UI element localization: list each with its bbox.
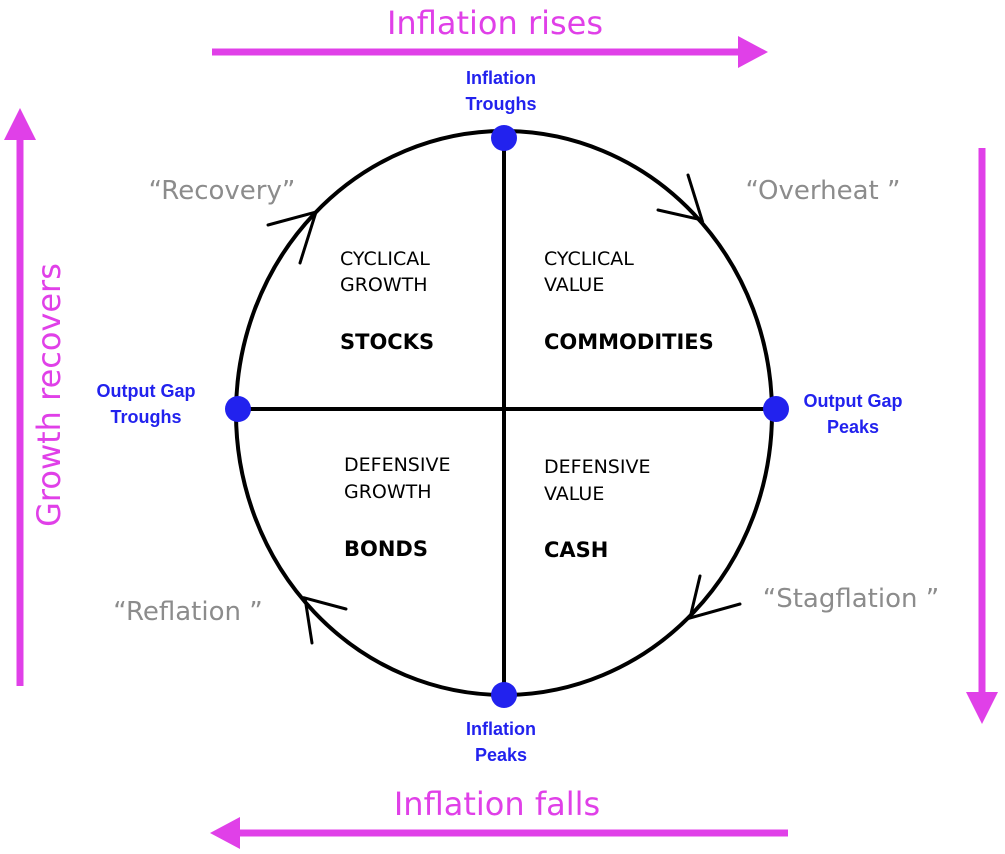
label-output-gap-troughs-line2: Troughs	[111, 407, 182, 427]
arrow-inflation-rises	[212, 36, 768, 68]
quadrant-asset: COMMODITIES	[544, 330, 714, 354]
point-output-gap-troughs	[225, 396, 251, 422]
label-inflation-peaks-line2: Peaks	[475, 745, 527, 765]
arrow-head	[4, 108, 36, 140]
quadrant-bottom-left: DEFENSIVE GROWTH BONDS	[344, 454, 450, 561]
chevron-stagflation-icon	[687, 574, 742, 621]
quadrant-asset: CASH	[544, 538, 608, 562]
point-inflation-troughs	[491, 125, 517, 151]
point-output-gap-peaks	[763, 396, 789, 422]
phase-recovery: “Recovery”	[149, 176, 296, 206]
quadrant-top-right: CYCLICAL VALUE COMMODITIES	[544, 248, 714, 354]
phase-reflation: “Reflation ”	[113, 597, 262, 627]
chevron-reflation-icon	[303, 595, 348, 645]
quadrant-style-line2: VALUE	[544, 274, 604, 296]
phase-overheat: “Overheat ”	[746, 176, 901, 206]
quadrant-bottom-right: DEFENSIVE VALUE CASH	[544, 456, 650, 562]
quadrant-style-line2: VALUE	[544, 483, 604, 505]
label-inflation-troughs-line2: Troughs	[466, 94, 537, 114]
chevron-recovery-icon	[266, 209, 319, 265]
arrow-head	[966, 692, 998, 724]
quadrant-top-left: CYCLICAL GROWTH STOCKS	[340, 248, 434, 354]
edge-label-bottom: Inflation falls	[394, 785, 600, 823]
quadrant-style-line1: CYCLICAL	[544, 248, 634, 270]
quadrant-style-line2: GROWTH	[344, 481, 432, 503]
label-output-gap-peaks-line2: Peaks	[827, 417, 879, 437]
label-inflation-peaks-line1: Inflation	[466, 719, 536, 739]
phase-stagflation: “Stagflation ”	[763, 584, 939, 614]
quadrant-style-line1: DEFENSIVE	[344, 454, 450, 476]
arrow-growth-declines	[966, 148, 998, 724]
quadrant-style-line1: DEFENSIVE	[544, 456, 650, 478]
label-inflation-troughs-line1: Inflation	[466, 68, 536, 88]
arrow-head	[210, 817, 240, 849]
arrow-inflation-falls	[210, 817, 788, 849]
clock	[234, 129, 776, 697]
quadrant-style-line2: GROWTH	[340, 274, 428, 296]
point-inflation-peaks	[491, 682, 517, 708]
quadrant-asset: STOCKS	[340, 330, 434, 354]
chevron-overheat-icon	[656, 173, 705, 223]
edge-label-left: Growth recovers	[30, 263, 68, 527]
arrow-growth-recovers	[4, 108, 36, 686]
arrow-head	[738, 36, 768, 68]
label-output-gap-peaks-line1: Output Gap	[804, 391, 903, 411]
edge-label-top: Inflation rises	[387, 4, 603, 42]
quadrant-asset: BONDS	[344, 537, 428, 561]
quadrant-style-line1: CYCLICAL	[340, 248, 430, 270]
label-output-gap-troughs-line1: Output Gap	[97, 381, 196, 401]
